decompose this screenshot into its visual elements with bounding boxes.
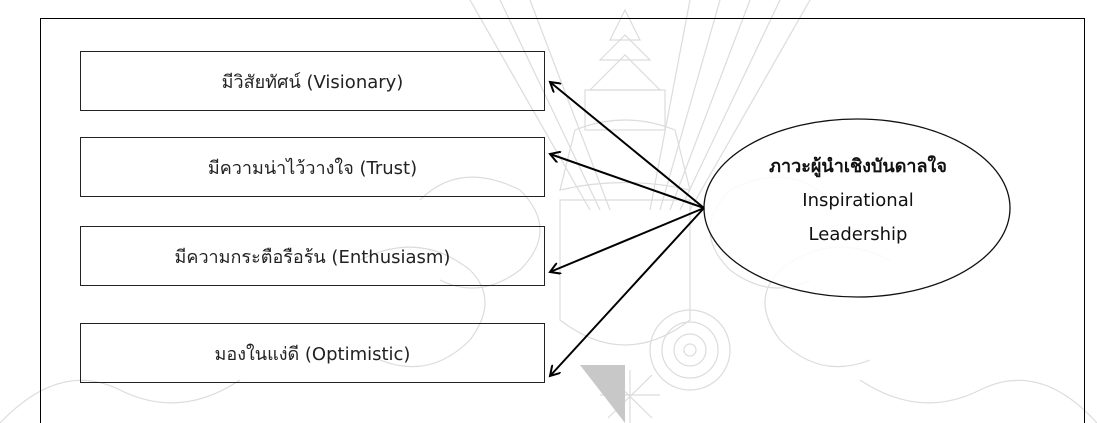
item-box-trust: มีความน่าไว้วางใจ (Trust) xyxy=(80,137,545,197)
arrow-to-optimistic xyxy=(550,207,705,376)
frame-left-line xyxy=(40,18,42,423)
item-box-visionary: มีวิสัยทัศน์ (Visionary) xyxy=(80,51,545,111)
frame-right-line xyxy=(1084,18,1086,423)
item-label-enthusiasm: มีความกระตือรือร้น (Enthusiasm) xyxy=(174,246,451,268)
center-label: ภาวะผู้นำเชิงบันดาลใจ Inspirational Lead… xyxy=(708,150,1008,252)
item-label-visionary: มีวิสัยทัศน์ (Visionary) xyxy=(221,71,404,93)
item-label-optimistic: มองในแง่ดี (Optimistic) xyxy=(214,343,411,365)
center-title-thai: ภาวะผู้นำเชิงบันดาลใจ xyxy=(769,156,947,177)
arrow-to-trust xyxy=(550,154,705,209)
item-box-enthusiasm: มีความกระตือรือร้น (Enthusiasm) xyxy=(80,226,545,286)
arrow-to-visionary xyxy=(550,82,705,209)
center-title-english-line2: Leadership xyxy=(808,224,908,245)
arrow-to-enthusiasm xyxy=(550,207,705,272)
frame-top-line xyxy=(40,18,1085,20)
item-label-trust: มีความน่าไว้วางใจ (Trust) xyxy=(207,157,418,179)
center-title-english-line1: Inspirational xyxy=(802,190,914,211)
item-box-optimistic: มองในแง่ดี (Optimistic) xyxy=(80,323,545,383)
